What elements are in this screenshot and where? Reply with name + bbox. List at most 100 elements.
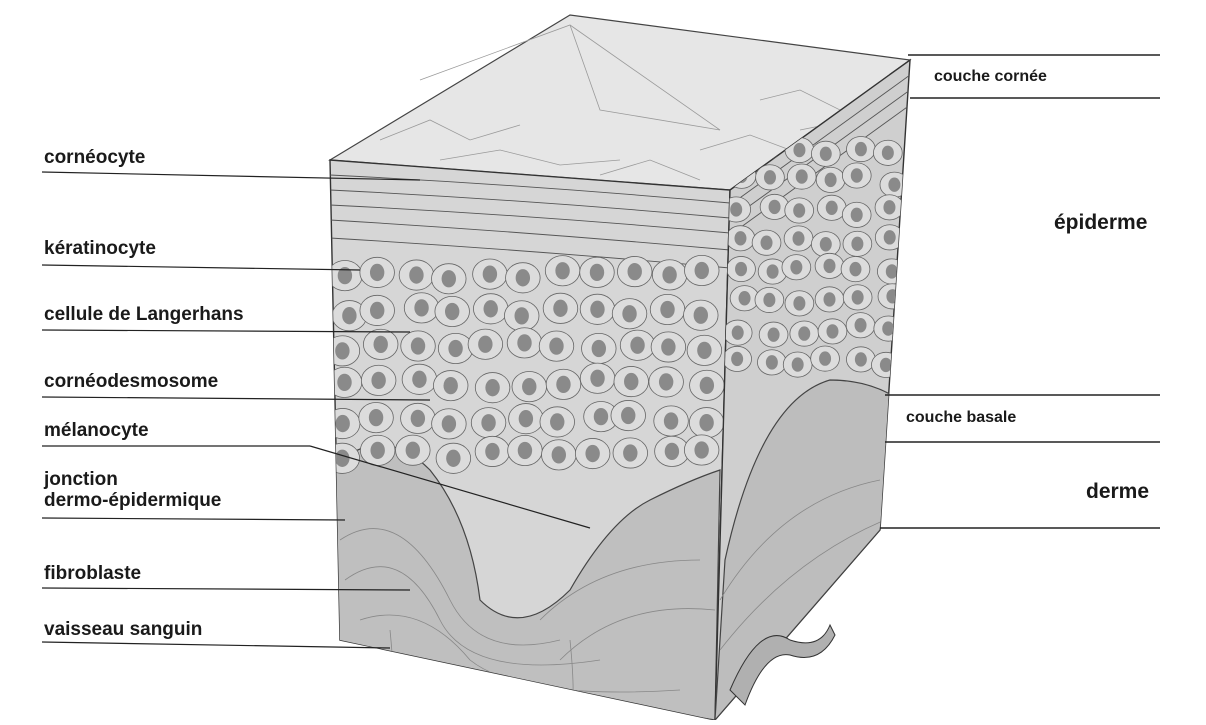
cell-nucleus [516, 269, 530, 286]
cell-nucleus [824, 292, 836, 306]
cell-nucleus [484, 300, 498, 317]
cell-nucleus [851, 168, 863, 182]
cell-nucleus [411, 337, 425, 354]
cell-nucleus [764, 170, 776, 184]
cell-nucleus [446, 450, 460, 467]
cell-nucleus [552, 446, 566, 463]
cell-nucleus [556, 376, 570, 393]
cell-nucleus [697, 342, 711, 359]
label-keratinocyte: kératinocyte [44, 238, 156, 259]
cell-nucleus [826, 201, 838, 215]
cell-nucleus [406, 442, 420, 459]
cell-nucleus [519, 410, 533, 427]
cell-nucleus [481, 414, 495, 431]
cell-nucleus [478, 336, 492, 353]
cell-nucleus [792, 357, 804, 371]
label-corneodesmosome: cornéodesmosome [44, 371, 218, 392]
cell-nucleus [411, 410, 425, 427]
cell-nucleus [768, 327, 780, 341]
cell-nucleus [621, 407, 635, 424]
cell-nucleus [694, 307, 708, 324]
cell-nucleus [882, 321, 894, 335]
cell-nucleus [852, 290, 864, 304]
cell-nucleus [886, 289, 898, 303]
cell-nucleus [819, 351, 831, 365]
cell-nucleus [553, 300, 567, 317]
cell-nucleus [337, 374, 351, 391]
cell-nucleus [448, 340, 462, 357]
cell-nucleus [590, 370, 604, 387]
cell-nucleus [374, 336, 388, 353]
cell-nucleus [739, 291, 751, 305]
cell-nucleus [624, 373, 638, 390]
cell-nucleus [825, 173, 837, 187]
cell-nucleus [882, 146, 894, 160]
cell-nucleus [370, 442, 384, 459]
cell-nucleus [798, 326, 810, 340]
label-stratum-corneum: couche cornée [934, 66, 1047, 87]
cell-nucleus [590, 301, 604, 318]
cell-nucleus [442, 415, 456, 432]
cell-nucleus [585, 445, 599, 462]
cell-nucleus [695, 262, 709, 279]
label-basal-layer: couche basale [906, 407, 1016, 428]
cell-nucleus [820, 237, 832, 251]
cell-nucleus [623, 444, 637, 461]
cell-nucleus [518, 442, 532, 459]
cell-nucleus [661, 338, 675, 355]
cell-nucleus [342, 307, 356, 324]
cell-nucleus [522, 378, 536, 395]
label-epidermis: épiderme [1054, 212, 1147, 233]
cell-nucleus [793, 203, 805, 217]
cell-nucleus [769, 200, 781, 214]
cell-nucleus [796, 169, 808, 183]
cell-nucleus [665, 443, 679, 460]
cell-nucleus [730, 202, 742, 216]
cell-nucleus [735, 262, 747, 276]
cell-nucleus [592, 340, 606, 357]
cell-nucleus [766, 355, 778, 369]
cell-nucleus [664, 412, 678, 429]
cell-nucleus [550, 413, 564, 430]
cell-nucleus [483, 265, 497, 282]
leader-lines-right [880, 55, 1160, 528]
cell-nucleus [485, 379, 499, 396]
cell-nucleus [855, 142, 867, 156]
cell-nucleus [883, 200, 895, 214]
cell-nucleus [820, 147, 832, 161]
cell-nucleus [370, 264, 384, 281]
cell-nucleus [335, 415, 349, 432]
cell-nucleus [694, 441, 708, 458]
cell-nucleus [594, 408, 608, 425]
cell-nucleus [622, 305, 636, 322]
cell-nucleus [793, 231, 805, 245]
label-corneocyte: cornéocyte [44, 147, 145, 168]
cell-nucleus [444, 377, 458, 394]
cell-nucleus [824, 259, 836, 273]
cell-nucleus [549, 337, 563, 354]
cell-nucleus [767, 264, 779, 278]
cell-nucleus [700, 377, 714, 394]
cell-nucleus [888, 177, 900, 191]
cell-nucleus [412, 371, 426, 388]
label-dermis: derme [1086, 481, 1149, 502]
label-junction-line2: dermo-épidermique [44, 490, 221, 511]
label-langerhans-cell: cellule de Langerhans [44, 304, 244, 325]
cell-nucleus [880, 358, 892, 372]
cell-nucleus [630, 337, 644, 354]
cell-nucleus [371, 372, 385, 389]
cell-nucleus [732, 325, 744, 339]
cell-nucleus [761, 236, 773, 250]
cell-nucleus [628, 263, 642, 280]
cell-nucleus [555, 262, 569, 279]
cell-nucleus [445, 303, 459, 320]
cell-nucleus [409, 266, 423, 283]
cell-nucleus [335, 342, 349, 359]
label-melanocyte: mélanocyte [44, 420, 149, 441]
cell-nucleus [515, 307, 529, 324]
cell-nucleus [790, 260, 802, 274]
cell-nucleus [886, 264, 898, 278]
cell-nucleus [855, 318, 867, 332]
cell-nucleus [517, 334, 531, 351]
